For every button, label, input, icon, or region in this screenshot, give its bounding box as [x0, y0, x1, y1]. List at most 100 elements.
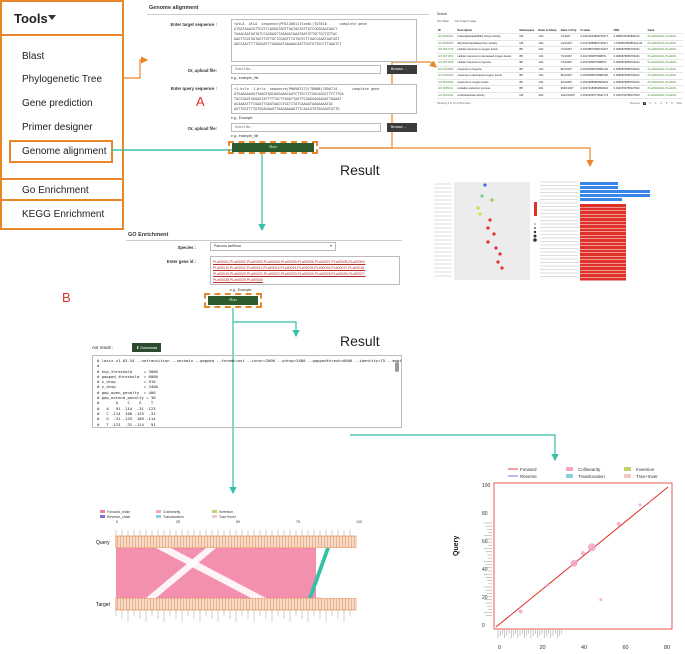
synteny-plot: Forward_chainReverse_chainCollinearityTr… [96, 510, 362, 622]
y-axis-label: Query [453, 536, 460, 556]
page-link[interactable]: Previous [629, 102, 640, 105]
table-cell: 0.00200865769981130 [579, 66, 613, 73]
tab-go-table[interactable]: GO Table [437, 19, 449, 23]
table-cell: 963/13467 [559, 85, 580, 93]
table-cell: 2-ketoglutarate(MDH) biosyn activity [456, 33, 519, 41]
column-header[interactable]: Gene [646, 27, 683, 34]
page-link[interactable]: 4 [660, 102, 662, 105]
target-sequence-input[interactable]: >AtLA AtLA sequence|PH1130011(Scmbl)TAT8… [231, 19, 417, 62]
column-header[interactable]: P-value [579, 27, 613, 34]
tool-item-go-enrichment[interactable]: Go Enrichment [22, 185, 89, 196]
divider [147, 14, 429, 15]
query-browse-button[interactable]: Browse ... [387, 123, 417, 132]
genome-run-button[interactable]: Run [232, 143, 314, 152]
translocation-ribbon [308, 548, 330, 598]
tool-item-blast[interactable]: Blast [22, 51, 45, 62]
example-link[interactable]: e.g., Example [231, 116, 253, 120]
page-link[interactable]: 5 [665, 102, 668, 105]
tick-label: 25 [176, 520, 180, 524]
legend-swatch [100, 510, 105, 513]
axt-result-panel: Axt result : ⬇ Download # lastz.v1.03.54… [92, 343, 402, 443]
legend-swatch [212, 510, 217, 513]
bubble-chart-bg [454, 182, 530, 280]
collinearity-block [545, 583, 549, 587]
legend-label: Forward_chain [107, 510, 130, 514]
target-browse-button[interactable]: Browse ... [387, 65, 417, 74]
tool-item-gene-prediction[interactable]: Gene prediction [22, 98, 93, 109]
table-cell: cellular response to oxygen levels [456, 46, 519, 54]
bar [580, 270, 626, 274]
query-sequence-input[interactable]: >1-brlo 1-brlo sequence|PH0507172(7800B)… [231, 84, 417, 114]
download-button[interactable]: ⬇ Download [132, 343, 162, 352]
table-cell: 93/13467 [559, 79, 580, 86]
species-select[interactable]: Paeonia lactiflora ▾ [210, 242, 336, 251]
target-file-input[interactable]: Select file... [231, 65, 381, 74]
bar [580, 182, 618, 185]
table-cell: PLa00000021,PLa0000... [646, 59, 683, 67]
forward-diagonal [495, 486, 669, 628]
table-cell: 1/21 [537, 66, 560, 73]
bubble-point [478, 212, 482, 216]
plot-frame [493, 482, 673, 630]
gene-id-input[interactable]: PLa00001,PLa00002,PLa00003,PLa00004,PLa0… [210, 256, 400, 285]
table-cell: dihydroceramidase(Cu2+) activity [456, 40, 519, 47]
tool-item-kegg-enrichment[interactable]: KEGG Enrichment [22, 209, 105, 220]
collinearity-block [599, 598, 603, 602]
column-header[interactable]: Description [456, 27, 519, 34]
tools-title: Tools [14, 11, 48, 26]
tool-item-primer-designer[interactable]: Primer designer [22, 122, 93, 133]
column-header[interactable]: FDR [612, 27, 647, 34]
page-link[interactable]: 2 [649, 102, 651, 105]
example-link[interactable]: e.g., example_file [231, 134, 259, 138]
page-link[interactable]: Next [676, 102, 682, 105]
bar [580, 194, 650, 197]
x-tick-label: 20 [540, 645, 546, 651]
table-cell: 1/21 [537, 33, 560, 41]
legend-label: Inversion [636, 467, 655, 472]
column-header[interactable]: Namespace [518, 27, 538, 34]
column-header[interactable]: Ratio in Pop [559, 27, 580, 34]
go-run-button[interactable]: Run [208, 296, 258, 305]
bar [580, 225, 626, 228]
tab-go-graph[interactable]: GO Graph Image [454, 19, 477, 23]
page-link[interactable]: 3 [654, 102, 657, 105]
table-cell: 0.00200865769981130 [579, 72, 613, 80]
tool-item-phylogenetic-tree[interactable]: Phylogenetic Tree [22, 74, 103, 85]
y-tick-label: 100 [482, 483, 491, 489]
page-link[interactable]: 6 [671, 102, 673, 105]
page-link[interactable]: 1 [642, 102, 647, 105]
gap-ribbon [156, 548, 266, 598]
panel-title: GO Enrichment [128, 232, 169, 238]
table-cell: 0.00179958867748117 [579, 40, 613, 47]
table-cell: 1/21 [537, 79, 560, 86]
caret-down-icon [48, 15, 56, 20]
example-link[interactable]: e.g., example_file [231, 76, 259, 80]
bar [580, 249, 626, 253]
y-tick-label: 40 [482, 567, 488, 573]
table-cell: 0.00370189862800024 [579, 85, 613, 93]
collinearity-block [570, 559, 578, 567]
table-cell: 14/13467 [559, 40, 580, 47]
table-cell: MF [518, 92, 538, 99]
table-cell: BP [518, 79, 538, 86]
table-cell: 0.00424563770041773 [579, 92, 613, 99]
table-cell: 0.00014020884076477 [579, 33, 613, 41]
table-cell: GO:0008200 [437, 40, 457, 47]
go-charts [434, 181, 650, 281]
tool-item-genome-alignment[interactable]: Genome alignment [22, 146, 107, 157]
label-b: B [62, 290, 71, 305]
collinearity-block [587, 543, 596, 552]
tools-header[interactable]: Tools [2, 2, 122, 36]
example-link[interactable]: e.g., Example [230, 288, 252, 292]
query-file-input[interactable]: Select file... [231, 123, 381, 132]
column-header[interactable]: Ratio in Study [537, 27, 560, 34]
divider [126, 240, 402, 241]
scrollbar-thumb[interactable] [395, 362, 399, 372]
table-cell: 0.0066876869760241 [612, 53, 647, 60]
column-header[interactable]: ID [437, 27, 457, 34]
collinearity-block [616, 521, 621, 526]
bar [580, 186, 618, 189]
